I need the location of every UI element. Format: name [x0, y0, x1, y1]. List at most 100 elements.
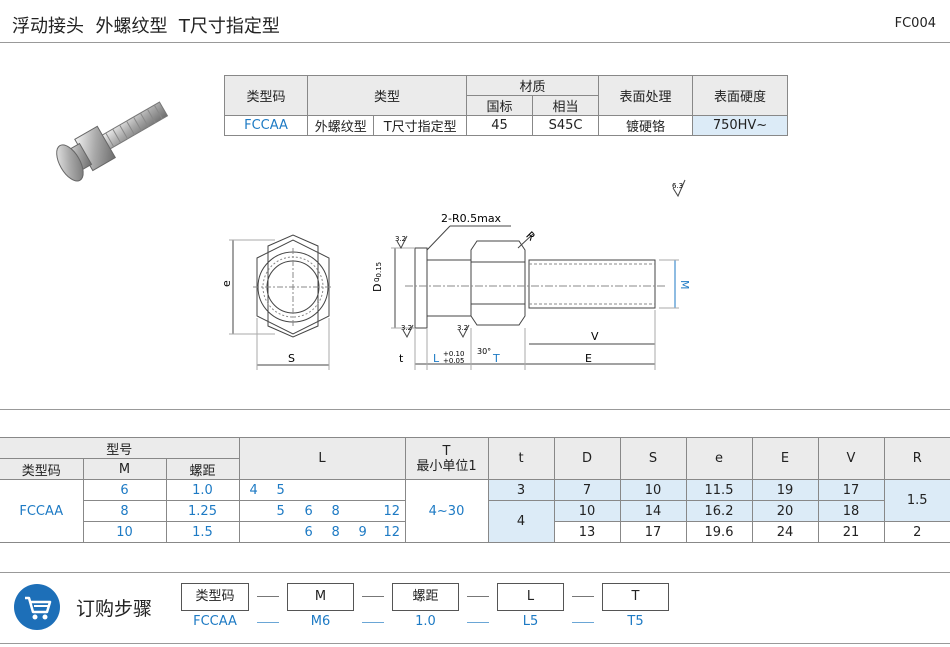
roughness-label-3: 3.2	[401, 324, 412, 332]
dim-m: 8	[82, 500, 167, 522]
dim-h-e: e	[685, 437, 753, 480]
dim-l-values: 4 5	[238, 479, 406, 501]
order-frame	[0, 572, 950, 644]
dim-h-r: R	[883, 437, 950, 480]
dim-t-range: 4~30	[404, 479, 489, 543]
dim-t-label: t	[399, 352, 404, 365]
dim-l-tol-bot: +0.05	[443, 357, 464, 365]
dim-s: 17	[619, 521, 687, 543]
dim-d-label: D	[371, 284, 384, 292]
dim-e: 19.6	[685, 521, 753, 543]
dim-angle-label: 30°	[477, 347, 491, 356]
dim-e: 11.5	[685, 479, 753, 501]
dim-h-m: M	[82, 458, 167, 480]
dim-m: 10	[82, 521, 167, 543]
dim-d-tol-top: 0	[373, 278, 381, 282]
hex-end-view: e S	[220, 234, 333, 370]
dim-h-s: S	[619, 437, 687, 480]
dim-d: 10	[553, 500, 621, 522]
spec-h-surface: 表面处理	[598, 75, 693, 116]
dim-e-len-label: E	[585, 352, 592, 365]
step-box-m: M	[287, 583, 354, 611]
dim-d: 13	[553, 521, 621, 543]
spec-code: FCCAA	[224, 115, 308, 136]
dim-h-t2: 最小单位1	[416, 458, 477, 474]
spec-surface: 镀硬铬	[598, 115, 693, 136]
spec-equiv: S45C	[532, 115, 599, 136]
dim-s-label: S	[288, 352, 295, 365]
spec-h-material: 材质	[466, 75, 599, 96]
step-dash	[467, 596, 489, 597]
side-view: 2-R0.5max R D 0 -0.15 3.2 3.2 3.2 M V t …	[371, 212, 691, 370]
table-row: 10 1.5 6 8 9 12 13 17 19.6 24 21 2	[0, 521, 950, 543]
technical-drawing: 6.3 e S 2-R0.5max R	[220, 179, 691, 370]
dim-tt-label: T	[492, 352, 500, 365]
step-value-code: FCCAA	[193, 614, 237, 629]
dim-h-model: 型号	[0, 437, 240, 459]
dim-h-pitch: 螺距	[165, 458, 240, 480]
spec-std: 45	[466, 115, 533, 136]
dim-r: 1.5	[883, 479, 950, 522]
step-box-pitch: 螺距	[392, 583, 459, 611]
spec-h-equiv: 相当	[532, 95, 599, 116]
dim-r: 2	[883, 521, 950, 543]
step-value-dash	[362, 622, 384, 623]
dim-l-values: 5 6 8 12	[238, 500, 406, 522]
roughness-label-1: 6.3	[672, 182, 683, 190]
dim-s: 14	[619, 500, 687, 522]
dim-d: 7	[553, 479, 621, 501]
step-value-m: M6	[310, 614, 331, 629]
l-value: 12	[383, 525, 401, 540]
roughness-symbol: 6.3	[672, 179, 686, 198]
chamfer-label: 2-R0.5max	[441, 212, 502, 225]
dim-h-E: E	[751, 437, 819, 480]
dim-pitch: 1.25	[165, 500, 240, 522]
step-box-l: L	[497, 583, 564, 611]
dim-h-l: L	[238, 437, 406, 480]
dim-v: 17	[817, 479, 885, 501]
dim-tt: 4	[487, 500, 555, 543]
l-value: 6	[304, 504, 313, 519]
dim-m-label: M	[678, 280, 691, 290]
dim-l-tol-top: +0.10	[443, 350, 464, 358]
l-value: 6	[304, 525, 313, 540]
dim-h-tt: t	[487, 437, 555, 480]
dim-l-label: L	[433, 352, 440, 365]
l-value: 5	[276, 483, 285, 498]
spec-type-b: T尺寸指定型	[373, 115, 467, 136]
dim-E: 24	[751, 521, 819, 543]
spec-table: 类型码 类型 材质 表面处理 表面硬度 国标 相当 FCCAA 外螺纹型 T尺寸…	[224, 75, 788, 136]
order-title: 订购步骤	[76, 598, 153, 620]
dim-v: 18	[817, 500, 885, 522]
spec-type-a: 外螺纹型	[306, 115, 375, 136]
dim-v: 21	[817, 521, 885, 543]
dim-m: 6	[82, 479, 167, 501]
step-value-pitch: 1.0	[415, 614, 436, 629]
l-value: 12	[383, 504, 401, 519]
spec-h-code: 类型码	[224, 75, 308, 116]
step-value-dash	[572, 622, 594, 623]
step-box-code: 类型码	[181, 583, 249, 611]
l-value: 8	[331, 525, 340, 540]
dim-h-t1: T	[442, 443, 451, 459]
catalog-code: FC004	[894, 16, 936, 31]
l-value: 9	[358, 525, 367, 540]
l-value: 4	[249, 483, 258, 498]
dim-l-values: 6 8 9 12	[238, 521, 406, 543]
dim-e: 16.2	[685, 500, 753, 522]
dimension-table: 型号 L T 最小单位1 t D S e E V R 类型码 M 螺距 FCCA…	[0, 437, 950, 543]
dim-code: FCCAA	[0, 479, 84, 543]
spec-hardness: 750HV~	[692, 115, 788, 136]
dim-s: 10	[619, 479, 687, 501]
dim-h-v: V	[817, 437, 885, 480]
l-value: 5	[276, 504, 285, 519]
product-photo	[56, 101, 169, 182]
spec-h-type: 类型	[307, 75, 467, 116]
dim-e-label: e	[220, 280, 233, 287]
dim-E: 19	[751, 479, 819, 501]
l-value: 8	[331, 504, 340, 519]
page-title: 浮动接头 外螺纹型 T尺寸指定型	[12, 16, 280, 37]
spec-h-std: 国标	[466, 95, 533, 116]
dim-d-tol-bot: -0.15	[375, 262, 383, 280]
step-value-dash	[467, 622, 489, 623]
